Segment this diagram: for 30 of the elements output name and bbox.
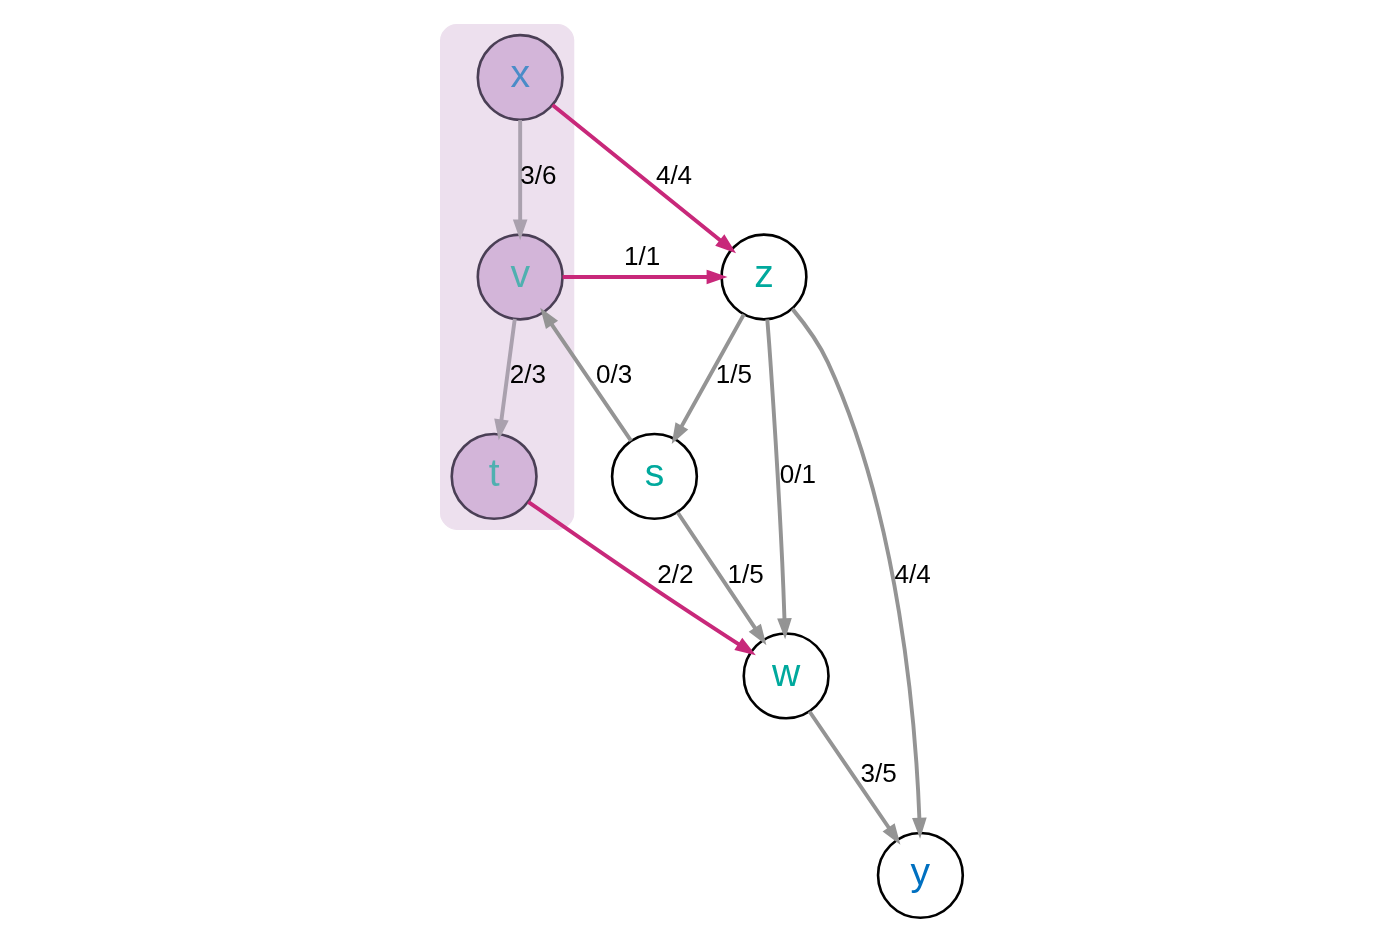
edge-label: 0/3 xyxy=(595,358,633,389)
node-circle: s xyxy=(610,432,699,520)
arrow xyxy=(540,307,633,442)
node-circle: y xyxy=(876,831,965,919)
arrow xyxy=(807,709,901,845)
arrow xyxy=(562,269,728,284)
arrow xyxy=(527,499,756,655)
arrow xyxy=(671,312,746,444)
edge-label: 2/3 xyxy=(509,358,547,389)
edge-label: 3/5 xyxy=(860,757,897,788)
arrow xyxy=(790,307,927,839)
arrow xyxy=(494,318,517,440)
edge-label: 2/2 xyxy=(657,558,694,589)
node-circle: v xyxy=(476,232,564,321)
node-circle: x xyxy=(476,33,564,121)
edge-label: 1/1 xyxy=(623,240,661,271)
edge-label: 1/5 xyxy=(727,558,764,589)
edge-label: 4/4 xyxy=(655,159,693,190)
edge-label: 3/6 xyxy=(520,159,557,190)
arrow xyxy=(765,318,792,639)
node-circle: w xyxy=(742,631,830,720)
arrow xyxy=(512,119,528,240)
node-circle: z xyxy=(720,232,808,321)
arrow xyxy=(551,102,737,253)
edge-label: 4/4 xyxy=(894,558,931,589)
cluster xyxy=(440,23,575,530)
arrow xyxy=(676,510,767,645)
edge-label: 0/1 xyxy=(779,458,816,489)
node-circle: t xyxy=(450,432,538,520)
edge-label: 1/5 xyxy=(715,358,753,389)
